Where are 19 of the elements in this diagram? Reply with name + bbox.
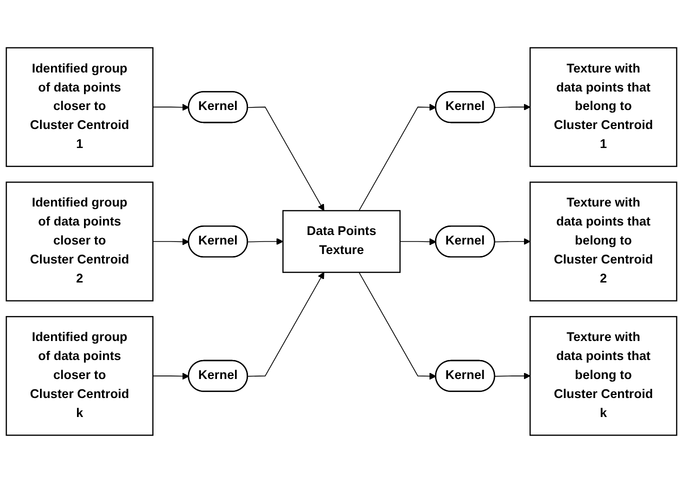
arrow: [247, 106, 324, 211]
arrow: [400, 238, 436, 246]
arrow: [152, 104, 190, 111]
arrow: [247, 238, 284, 245]
node-box: Identified group of data points closer to Cluster Centroid k: [6, 316, 154, 436]
node-box: Texture with data points that belong to Cluster Centroid k: [530, 316, 678, 436]
arrow: [247, 272, 324, 377]
arrow: [152, 238, 190, 246]
arrow: [494, 104, 530, 111]
node-box: Identified group of data points closer to Cluster Centroid 2: [6, 182, 154, 302]
node-box: Identified group of data points closer to Cluster Centroid 1: [6, 47, 154, 167]
node-box: Texture with data points that belong to Cluster Centroid 2: [530, 182, 678, 302]
node-box: Data Points Texture: [282, 210, 401, 273]
arrow: [152, 372, 190, 380]
arrow: [494, 238, 530, 245]
node-box: Texture with data points that belong to Cluster Centroid 1: [530, 47, 678, 167]
arrow: [494, 372, 530, 380]
arrow: [358, 104, 436, 212]
arrow: [358, 272, 436, 380]
